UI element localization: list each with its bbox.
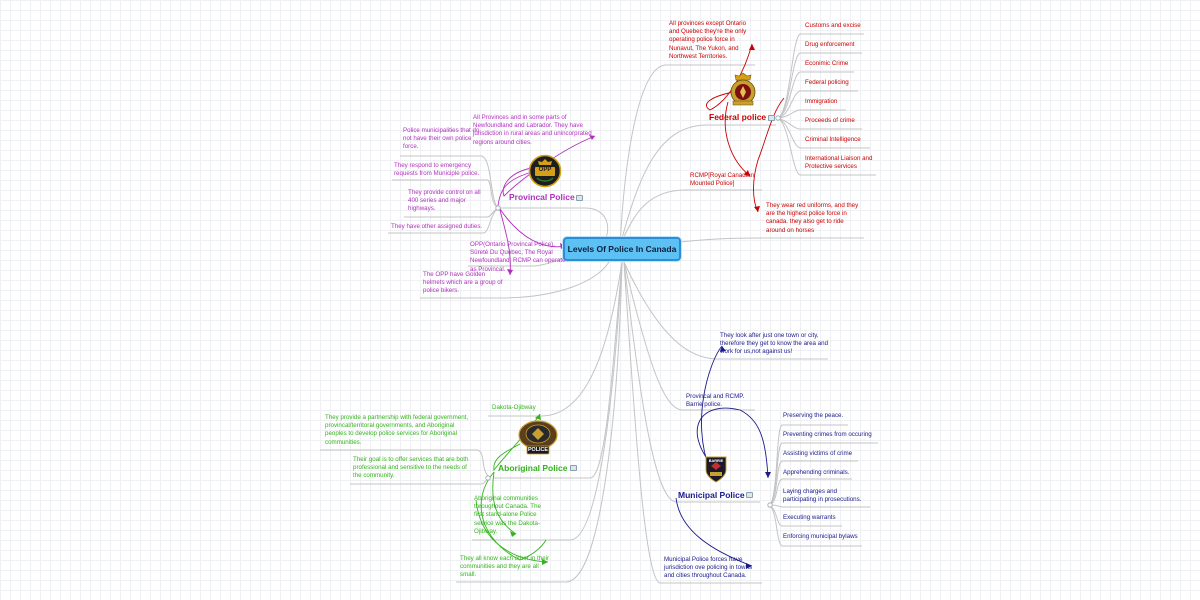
federal-duty-2[interactable]: Drug enforcement <box>805 41 855 48</box>
aboriginal-arrow-3 <box>480 471 547 561</box>
federal-arrow-rcmp <box>724 101 751 177</box>
arrowhead <box>720 346 726 352</box>
federal-jurisdiction-note[interactable]: All provinces except Ontario and Quebec … <box>669 20 747 60</box>
aboriginal-police-badge-icon <box>518 420 558 455</box>
link-center-barrie <box>623 261 755 411</box>
arrowhead <box>589 135 595 140</box>
link-center-small <box>456 261 623 583</box>
municipal-duty-3[interactable]: Assisting victims of crime <box>783 450 853 457</box>
municipal-police-node[interactable]: Municipal Police <box>678 490 745 500</box>
federal-duty-4[interactable]: Federal policing <box>805 79 849 86</box>
federal-duty-1[interactable]: Customs and excise <box>805 22 861 29</box>
link-center-federal-jurisdiction <box>619 64 755 247</box>
link-center-muni-jurisdiction <box>623 261 762 584</box>
federal-arrow-uniform <box>753 97 785 213</box>
arrowhead <box>744 170 750 176</box>
aboriginal-communities-note[interactable]: Aboriginal communities throughout Canada… <box>474 495 541 535</box>
federal-uniform-note[interactable]: They wear red uniforms, and they are the… <box>766 202 859 234</box>
municipal-duty-1[interactable]: Preserving the peace. <box>783 412 844 419</box>
municipal-duty-2[interactable]: Preventing crimes from occuring <box>783 431 872 438</box>
link-center-town <box>623 261 828 360</box>
federal-duty-7[interactable]: Criminal Intelligence <box>805 136 861 143</box>
arrowhead <box>754 206 760 212</box>
federal-duty-5[interactable]: Immigration <box>805 98 838 105</box>
arrowhead <box>510 531 516 537</box>
provincal-note-highways[interactable]: They provide control on all 400 series a… <box>408 189 481 213</box>
provincal-helmets-note[interactable]: The OPP have Golden helmets which are a … <box>423 271 503 295</box>
provincal-note-emergency[interactable]: They respond to emergency requests from … <box>394 162 480 178</box>
municipal-arrow-2 <box>701 345 723 471</box>
federal-duty-6[interactable]: Proceeds of crime <box>805 117 855 124</box>
aboriginal-goal-note[interactable]: Their goal is to offer services that are… <box>353 456 469 480</box>
aboriginal-small-note[interactable]: They all know each other in their commun… <box>460 555 550 579</box>
arrowhead <box>507 269 513 275</box>
aboriginal-arrow-2 <box>492 471 517 535</box>
opp-badge-icon <box>528 154 562 188</box>
aboriginal-arrow-4 <box>475 499 549 563</box>
provincal-police-node[interactable]: Provincal Police <box>509 192 575 202</box>
aboriginal-badge-text: POLICE <box>527 447 549 453</box>
link-center-federal <box>619 124 776 247</box>
barrie-police-badge-icon <box>705 456 727 483</box>
arrowhead <box>749 44 755 50</box>
federal-duty-8[interactable]: International Liaison and Protective ser… <box>805 155 873 171</box>
municipal-duty-4[interactable]: Apprehending criminals. <box>783 469 850 476</box>
provincal-note-duties[interactable]: They have other assigned duties. <box>391 223 483 230</box>
municipal-duty-7[interactable]: Enforcing municipal bylaws <box>783 533 858 540</box>
link-center-helmets <box>420 259 611 299</box>
provincal-collapse-toggle[interactable] <box>576 195 583 201</box>
link-center-rcmp <box>619 189 762 247</box>
municipal-barrie-note[interactable]: Provincal and RCMP. Barrie police. <box>686 393 745 409</box>
rcmp-note[interactable]: RCMP[Royal Canadian Mounted Police] <box>690 172 754 188</box>
aboriginal-dakota-note[interactable]: Dakota-Ojibway <box>492 404 536 411</box>
provincal-note-municipalities[interactable]: Police municipalities that do not have t… <box>403 127 480 151</box>
municipal-duty-6[interactable]: Executing warrants <box>783 514 836 521</box>
arrowhead <box>746 563 752 569</box>
barrie-badge-text: BARRIE <box>708 459 724 463</box>
federal-duty-3[interactable]: Econimic Crime <box>805 60 849 67</box>
provincal-arrow-3 <box>499 209 511 276</box>
arrowhead <box>535 414 541 420</box>
opp-badge-text: OPP <box>538 167 552 173</box>
federal-arrow-jurisdiction <box>705 43 753 111</box>
municipal-duty-5[interactable]: Laying charges and participating in pros… <box>783 488 862 504</box>
arrowhead <box>542 559 548 565</box>
municipal-town-note[interactable]: They look after just one town or city, t… <box>720 332 829 356</box>
federal-police-node[interactable]: Federal police <box>709 112 767 122</box>
link-center-dakota <box>488 261 623 417</box>
provincal-opp-note[interactable]: OPP(Ontario Provincal Police), Sûreté Du… <box>470 241 566 273</box>
provincal-jurisdiction-note[interactable]: All Provinces and in some parts of Newfo… <box>473 114 592 146</box>
municipal-collapse-toggle[interactable] <box>746 492 753 498</box>
link-center-communities <box>472 261 623 541</box>
aboriginal-police-node[interactable]: Aboriginal Police <box>498 463 568 473</box>
link-center-aboriginal <box>494 261 623 479</box>
municipal-arrow-3 <box>675 497 753 567</box>
arrowhead <box>765 472 771 478</box>
link-center-municipal <box>623 261 760 503</box>
municipal-jurisdiction-note[interactable]: Municipal Police forces have jurisdictio… <box>664 556 753 580</box>
municipal-arrow-1 <box>696 407 769 479</box>
central-topic[interactable]: Levels Of Police In Canada <box>563 237 681 261</box>
rcmp-crest-icon <box>730 72 756 106</box>
provincal-arrow-1 <box>502 135 596 197</box>
federal-collapse-toggle[interactable] <box>768 115 775 121</box>
link-center-uniform <box>679 237 864 243</box>
aboriginal-collapse-toggle[interactable] <box>570 465 577 471</box>
aboriginal-partnership-note[interactable]: They provide a partnership with federal … <box>325 414 469 446</box>
